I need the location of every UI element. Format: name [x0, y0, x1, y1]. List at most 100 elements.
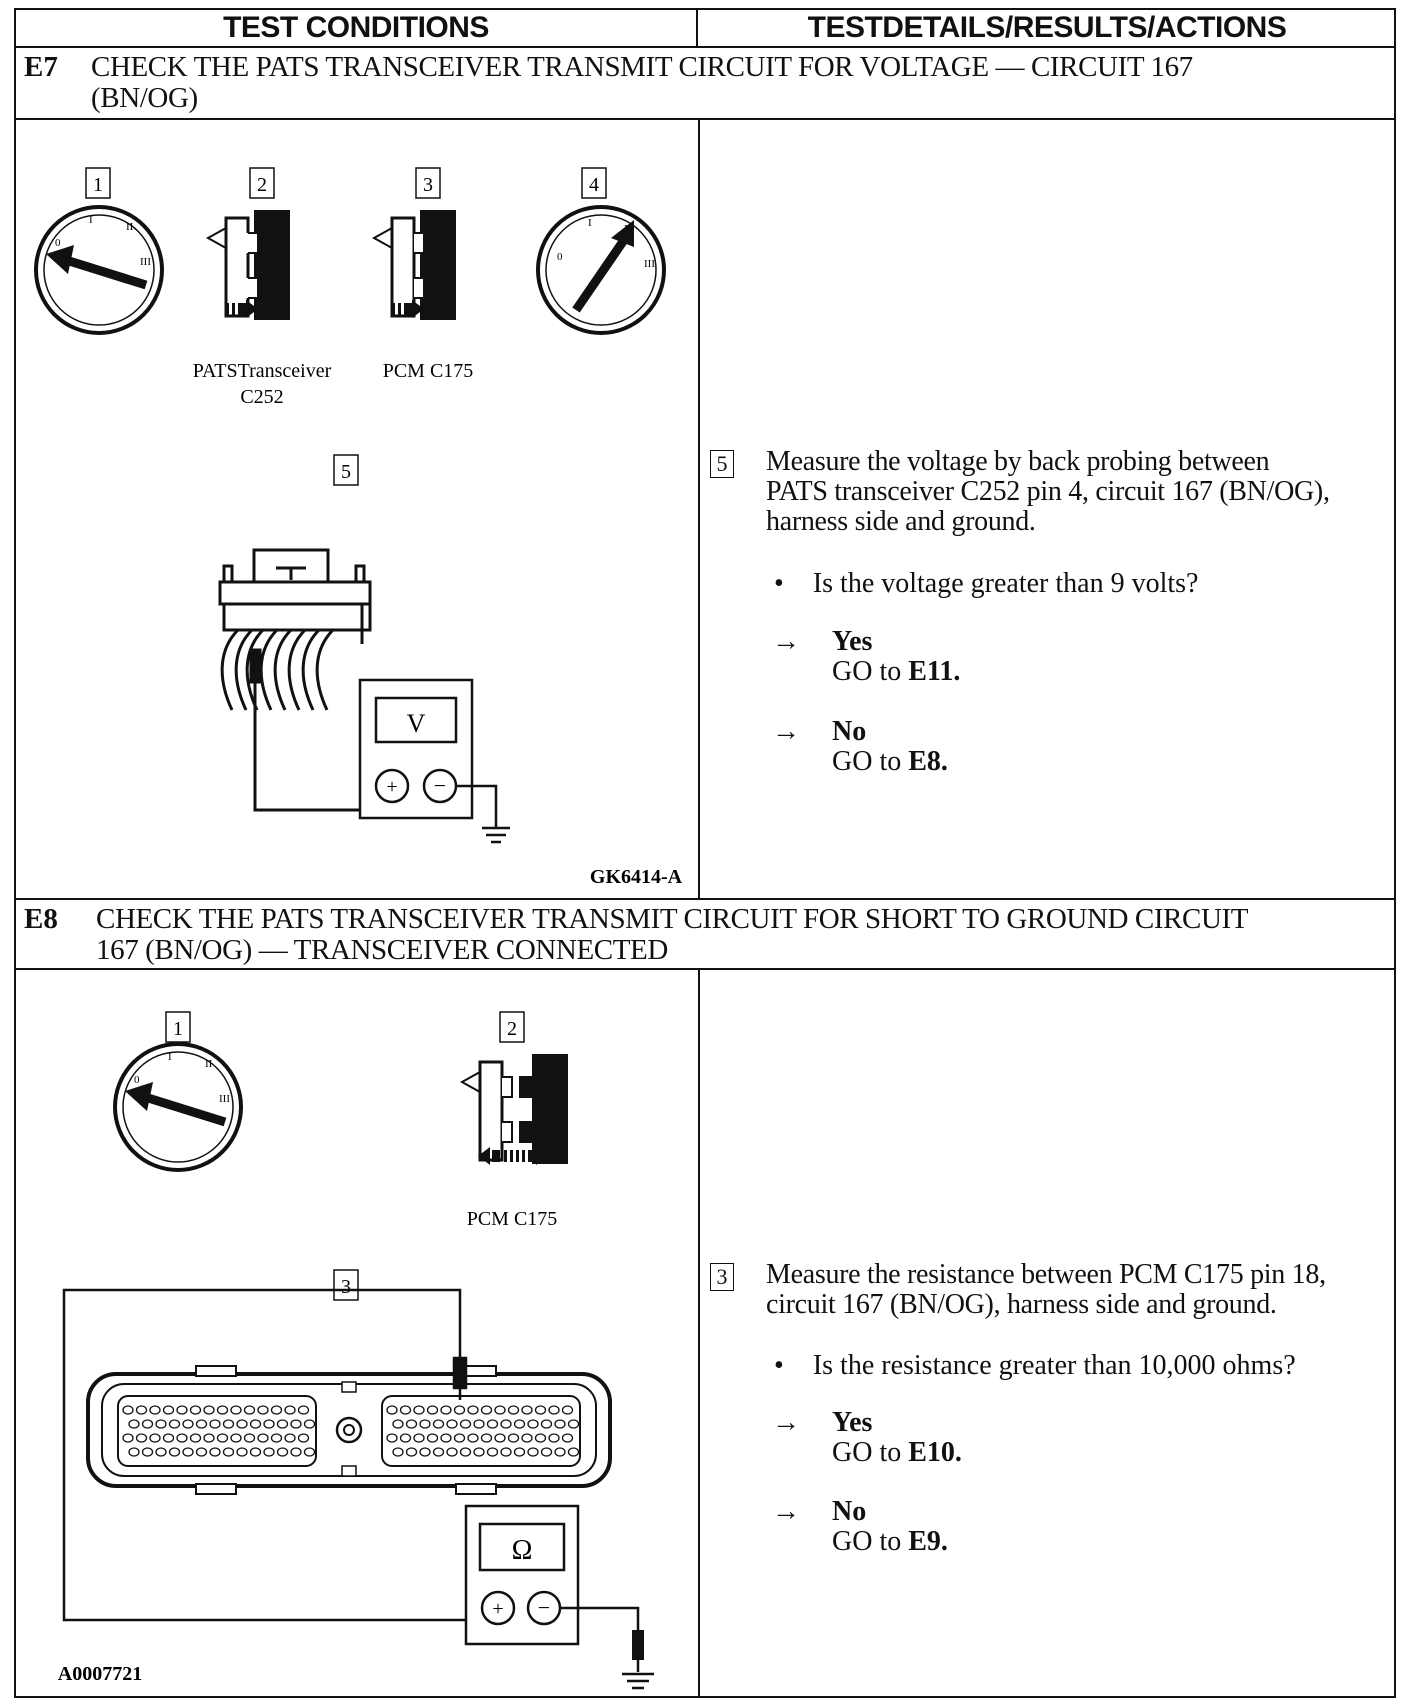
connector-pin — [203, 1405, 215, 1415]
connector-pin — [222, 1447, 235, 1457]
connector-pin — [270, 1433, 283, 1443]
arrow-right-icon: → — [772, 1407, 800, 1438]
connector-pin — [122, 1405, 134, 1415]
connector-pin — [290, 1447, 302, 1457]
connector-pin — [453, 1405, 466, 1415]
e7-instruction: Measure the voltage by back probing betw… — [766, 447, 1330, 537]
step-e7-title-line1: CHECK THE PATS TRANSCEIVER TRANSMIT CIRC… — [91, 51, 1193, 83]
e8-column-divider — [698, 970, 700, 1698]
e7-callout-1: 1 — [85, 167, 111, 199]
e8-answer-no: → No GO to E9. — [772, 1497, 1072, 1557]
e8-callout-2: 2 — [499, 1011, 525, 1043]
connector-pin — [249, 1447, 262, 1457]
connector-pin — [548, 1433, 560, 1443]
e7-answer-yes: → Yes GO to E11. — [772, 627, 1072, 687]
caption-c252: C252 — [240, 386, 283, 408]
svg-text:II: II — [126, 221, 134, 233]
connector-pin — [162, 1405, 175, 1415]
e7-column-divider — [698, 120, 700, 900]
svg-text:V: V — [407, 709, 426, 738]
svg-text:III: III — [219, 1093, 230, 1105]
connector-pin — [534, 1433, 547, 1443]
connector-pin — [513, 1447, 526, 1457]
svg-text:1: 1 — [93, 174, 103, 196]
connector-pin — [534, 1405, 547, 1415]
e7-callout-5: 5 — [333, 454, 359, 486]
connector-pin — [419, 1447, 431, 1457]
connector-pin — [413, 1433, 425, 1443]
connector-pin — [263, 1419, 275, 1429]
connector-pins — [122, 1405, 580, 1457]
connector-pin — [480, 1433, 493, 1443]
connector-pin — [243, 1433, 256, 1443]
connector-pin — [392, 1447, 404, 1457]
arrow-right-icon: → — [772, 626, 800, 657]
connector-pin — [386, 1405, 398, 1415]
e8-answer-yes-goto: GO to E10. — [832, 1437, 962, 1468]
connector-pin — [500, 1447, 512, 1457]
e8-question-text: Is the resistance greater than 10,000 oh… — [812, 1350, 1296, 1381]
connector-pin — [419, 1419, 431, 1429]
page: TEST CONDITIONS TESTDETAILS/RESULTS/ACTI… — [14, 8, 1396, 1698]
connector-pin — [494, 1433, 506, 1443]
e8-question: • Is the resistance greater than 10,000 … — [774, 1350, 1296, 1382]
svg-text:0: 0 — [557, 251, 563, 263]
connector-pin — [176, 1433, 188, 1443]
connector-pin — [297, 1405, 310, 1415]
connector-pin — [195, 1419, 208, 1429]
e7-question: • Is the voltage greater than 9 volts? — [774, 568, 1198, 600]
e7-yes-target-link[interactable]: E11. — [908, 656, 961, 687]
e8-yes-target-link[interactable]: E10. — [908, 1437, 962, 1468]
connector-pin — [392, 1419, 404, 1429]
connector-pin — [507, 1405, 520, 1415]
connector-pin — [459, 1447, 472, 1457]
e7-instruction-line3: harness side and ground. — [766, 506, 1036, 537]
connector-pin — [480, 1405, 493, 1415]
connector-connect-icon — [459, 1054, 568, 1165]
connector-disconnect-icon — [205, 210, 290, 320]
connector-pin — [561, 1405, 574, 1415]
connector-pin — [527, 1447, 539, 1457]
e8-instruction-callout: 3 — [710, 1263, 734, 1291]
connector-pin — [507, 1433, 520, 1443]
connector-pin — [554, 1447, 566, 1457]
header-test-conditions: TEST CONDITIONS — [16, 10, 698, 48]
ohmmeter-icon: Ω + − — [464, 1504, 654, 1690]
svg-text:2: 2 — [257, 174, 267, 196]
connector-pin — [168, 1447, 181, 1457]
e8-no-target-link[interactable]: E9. — [908, 1526, 948, 1557]
bullet-icon: • — [774, 568, 784, 599]
connector-pin — [149, 1405, 161, 1415]
connector-pin — [230, 1405, 242, 1415]
e7-callout-3: 3 — [415, 167, 441, 199]
e8-caption-pcm-c175: PCM C175 — [467, 1208, 558, 1230]
connector-pin — [548, 1405, 560, 1415]
svg-text:I: I — [168, 1051, 172, 1063]
svg-text:−: − — [434, 773, 446, 798]
caption-pats-transceiver: PATSTransceiver — [193, 360, 332, 382]
connector-pin — [236, 1447, 248, 1457]
e7-figure-ref: GK6414-A — [590, 866, 683, 888]
connector-pin — [243, 1405, 256, 1415]
e8-answer-yes: → Yes GO to E10. — [772, 1408, 1072, 1468]
connector-pin — [303, 1447, 316, 1457]
step-e8-title-line1: CHECK THE PATS TRANSCEIVER TRANSMIT CIRC… — [96, 903, 1249, 935]
connector-pin — [527, 1419, 539, 1429]
connector-pin — [155, 1447, 167, 1457]
connector-pin — [540, 1419, 553, 1429]
e7-answer-no-goto: GO to E8. — [832, 746, 948, 777]
voltmeter-icon: V + − — [358, 678, 510, 844]
connector-pin — [284, 1433, 296, 1443]
e7-no-target-link[interactable]: E8. — [908, 746, 948, 777]
connector-pin — [122, 1433, 134, 1443]
connector-pin — [141, 1447, 154, 1457]
connector-pin — [230, 1433, 242, 1443]
step-e7-title-line2: (BN/OG) — [91, 82, 198, 114]
connector-pin — [297, 1433, 310, 1443]
connector-pin — [249, 1419, 262, 1429]
connector-pin — [446, 1447, 458, 1457]
connector-pin — [426, 1405, 439, 1415]
e8-instruction-line2: circuit 167 (BN/OG), harness side and gr… — [766, 1289, 1277, 1320]
connector-pin — [195, 1447, 208, 1457]
svg-text:4: 4 — [589, 174, 599, 196]
